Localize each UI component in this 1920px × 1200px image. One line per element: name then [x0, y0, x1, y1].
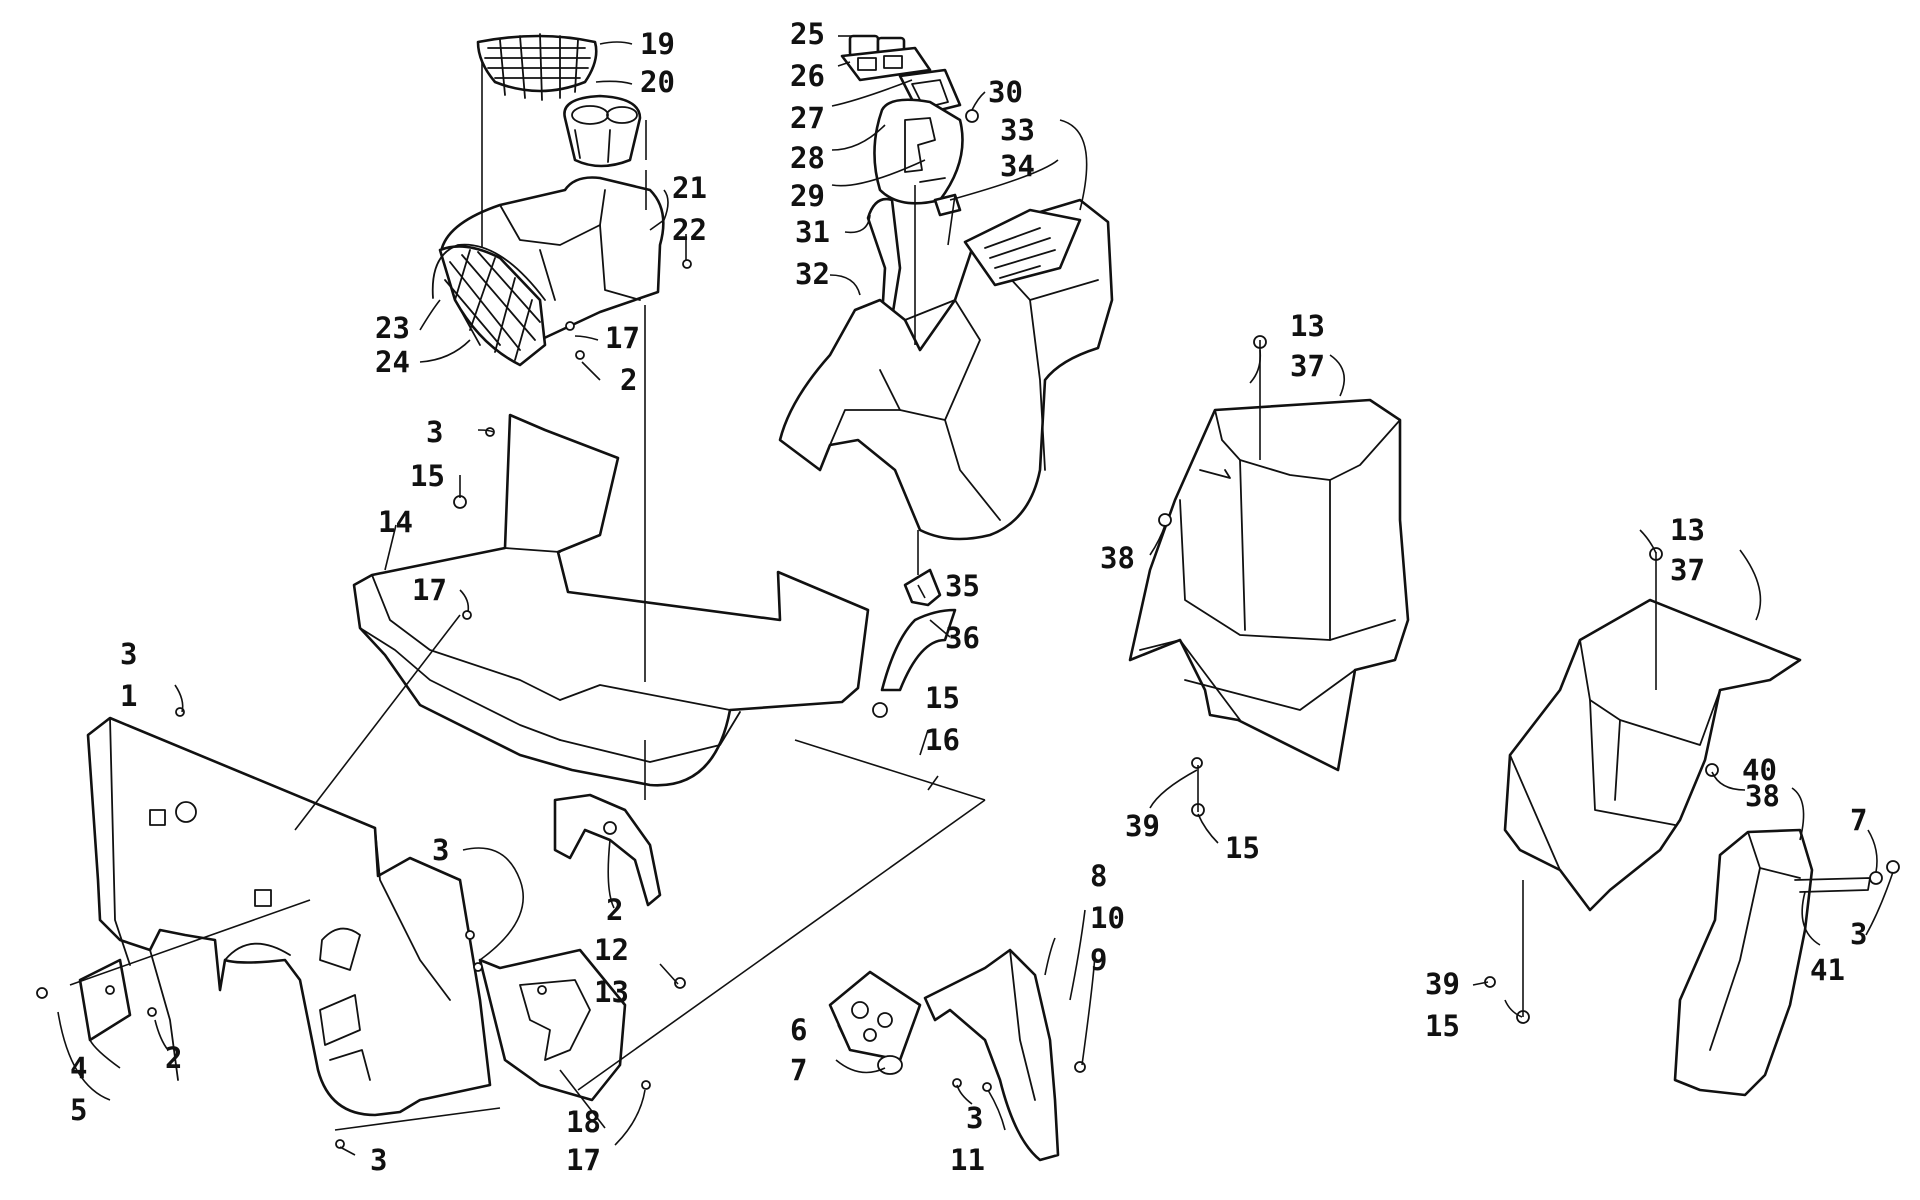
callout-16: 16: [925, 723, 960, 757]
callout-17-floor: 17: [412, 573, 447, 607]
callout-13-far: 13: [1670, 513, 1705, 547]
callout-3-cluster: 3: [432, 833, 449, 867]
callout-13-right: 13: [1290, 309, 1325, 343]
callout-39-right: 39: [1125, 809, 1160, 843]
part-37-side-panel-upper: [1128, 398, 1410, 772]
callout-31: 31: [795, 215, 830, 249]
callout-26: 26: [790, 59, 825, 93]
callout-3-far: 3: [1850, 917, 1867, 951]
callout-3-bottom: 3: [370, 1143, 387, 1177]
callout-3-upper: 3: [426, 415, 443, 449]
callout-3-left: 3: [120, 637, 137, 671]
leader-lines: [57, 35, 1894, 1156]
callout-2-left: 2: [165, 1041, 182, 1075]
part-20-cup-holder: [563, 94, 642, 168]
part-41-support-rod: [1794, 877, 1871, 893]
callout-23: 23: [375, 311, 410, 345]
part-28-shift-gate: [873, 98, 964, 205]
callout-27: 27: [790, 101, 825, 135]
callout-19: 19: [640, 27, 675, 61]
part-14-floor-panel: [352, 413, 870, 787]
callout-38-far: 38: [1745, 779, 1780, 813]
callout-21: 21: [672, 171, 707, 205]
callout-2-bracket: 2: [606, 893, 623, 927]
callout-6: 6: [790, 1013, 807, 1047]
callout-10: 10: [1090, 901, 1125, 935]
part-7-grommet: [877, 1055, 903, 1075]
callout-15-mid: 15: [925, 681, 960, 715]
callout-1: 1: [120, 679, 137, 713]
callout-4: 4: [70, 1051, 87, 1085]
callout-12: 12: [594, 933, 629, 967]
callout-36: 36: [945, 621, 980, 655]
callout-17-lower: 17: [566, 1143, 601, 1177]
callout-40: 40: [1742, 753, 1777, 787]
part-40-fender: [1673, 828, 1814, 1097]
callout-37-right: 37: [1290, 349, 1325, 383]
part-37-side-panel-lower: [1503, 598, 1802, 912]
callout-3-flap: 3: [966, 1101, 983, 1135]
part-19-mesh-cover: [476, 33, 598, 101]
callout-13-lower: 13: [594, 975, 629, 1009]
callout-34: 34: [1000, 149, 1035, 183]
callout-9: 9: [1090, 943, 1107, 977]
part-30-bolt: [965, 109, 979, 123]
part-36-seal-strip: [880, 608, 957, 692]
callout-7-lower: 7: [790, 1053, 807, 1087]
part-1-front-panel: [86, 716, 492, 1117]
callout-15-right: 15: [1225, 831, 1260, 865]
callout-15-far: 15: [1425, 1009, 1460, 1043]
callout-37-far: 37: [1670, 553, 1705, 587]
callout-8: 8: [1090, 859, 1107, 893]
callout-25: 25: [790, 17, 825, 51]
callout-20: 20: [640, 65, 675, 99]
part-8-mud-flap: [923, 948, 1060, 1162]
callout-35: 35: [945, 569, 980, 603]
callout-33: 33: [1000, 113, 1035, 147]
part-18-side-shield: [478, 948, 627, 1102]
callout-24: 24: [375, 345, 410, 379]
callout-15-upper: 15: [410, 459, 445, 493]
callout-38-right: 38: [1100, 541, 1135, 575]
part-26-switch-bezel: [840, 46, 932, 82]
callout-7-far: 7: [1850, 803, 1867, 837]
part-33-label-decal: [963, 208, 1082, 287]
part-6-mounting-bracket: [828, 970, 922, 1062]
callout-28: 28: [790, 141, 825, 175]
callout-30: 30: [988, 75, 1023, 109]
callout-41: 41: [1810, 953, 1845, 987]
part-24-mesh-panel: [438, 245, 547, 367]
callout-5: 5: [70, 1093, 87, 1127]
part-31-trim-strip: [866, 197, 902, 320]
callout-labels: 19 20 21 22 23 24 17 2 25 26 27 28 29 30…: [70, 17, 1867, 1177]
callout-22: 22: [672, 213, 707, 247]
callout-39-far: 39: [1425, 967, 1460, 1001]
callout-18: 18: [566, 1105, 601, 1139]
part-23-edge-trim: [431, 243, 546, 301]
callout-2: 2: [620, 363, 637, 397]
callout-17: 17: [605, 321, 640, 355]
callout-14: 14: [378, 505, 413, 539]
callout-32: 32: [795, 257, 830, 291]
callout-11: 11: [950, 1143, 985, 1177]
part-4-cover-plate: [78, 958, 132, 1042]
part-35-bracket: [903, 568, 942, 607]
callout-29: 29: [790, 179, 825, 213]
part-32-front-console: [778, 198, 1114, 541]
part-12-bracket: [553, 793, 662, 907]
